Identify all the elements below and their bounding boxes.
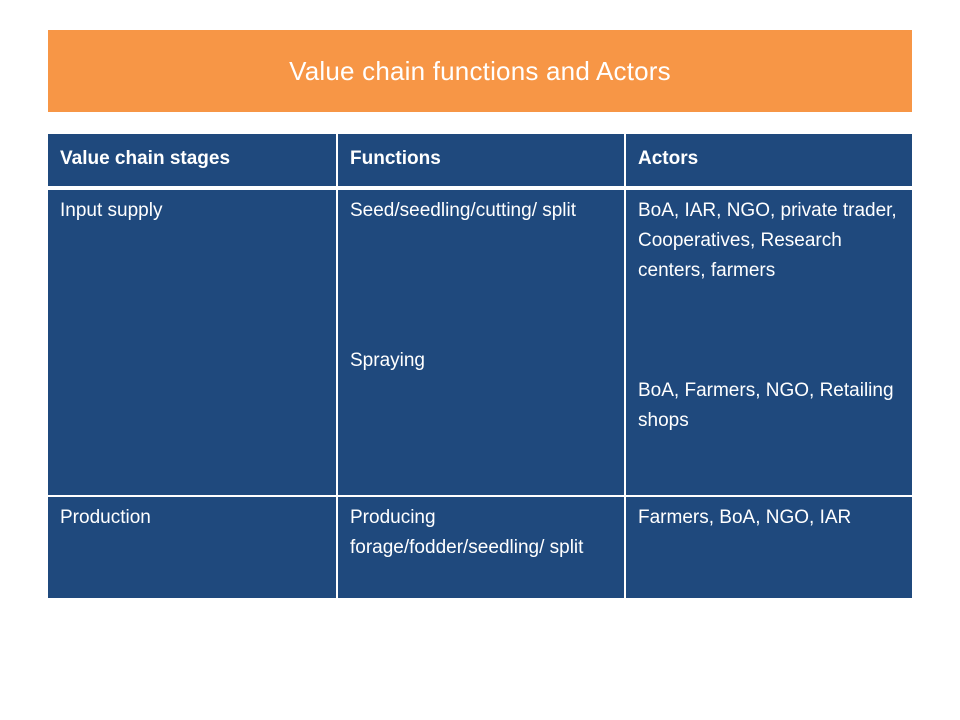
function-item: Spraying (350, 350, 425, 371)
cell-actors: Farmers, BoA, NGO, IAR (624, 495, 912, 598)
cell-functions: Seed/seedling/cutting/ split Spraying (336, 187, 626, 497)
header-functions: Functions (336, 134, 626, 190)
table-row: Production Producing forage/fodder/seedl… (48, 495, 912, 598)
function-item: Producing forage/fodder/seedling/ split (350, 507, 584, 558)
stage-label: Input supply (60, 200, 163, 221)
actor-item: BoA, Farmers, NGO, Retailing shops (638, 380, 894, 431)
header-value-chain-stages: Value chain stages (48, 134, 338, 190)
table-header-row: Value chain stages Functions Actors (48, 134, 912, 190)
cell-actors: BoA, IAR, NGO, private trader, Cooperati… (624, 187, 912, 497)
stage-label: Production (60, 507, 151, 528)
slide-title: Value chain functions and Actors (289, 55, 671, 86)
cell-functions: Producing forage/fodder/seedling/ split (336, 495, 626, 598)
value-chain-table: Value chain stages Functions Actors Inpu… (48, 134, 912, 598)
header-actors: Actors (624, 134, 912, 190)
actor-item: Farmers, BoA, NGO, IAR (638, 507, 852, 528)
cell-stage: Production (48, 495, 338, 598)
table-row: Input supply Seed/seedling/cutting/ spli… (48, 187, 912, 497)
actor-item: BoA, IAR, NGO, private trader, Cooperati… (638, 200, 897, 281)
title-banner: Value chain functions and Actors (48, 30, 912, 112)
function-item: Seed/seedling/cutting/ split (350, 200, 577, 221)
cell-stage: Input supply (48, 187, 338, 497)
